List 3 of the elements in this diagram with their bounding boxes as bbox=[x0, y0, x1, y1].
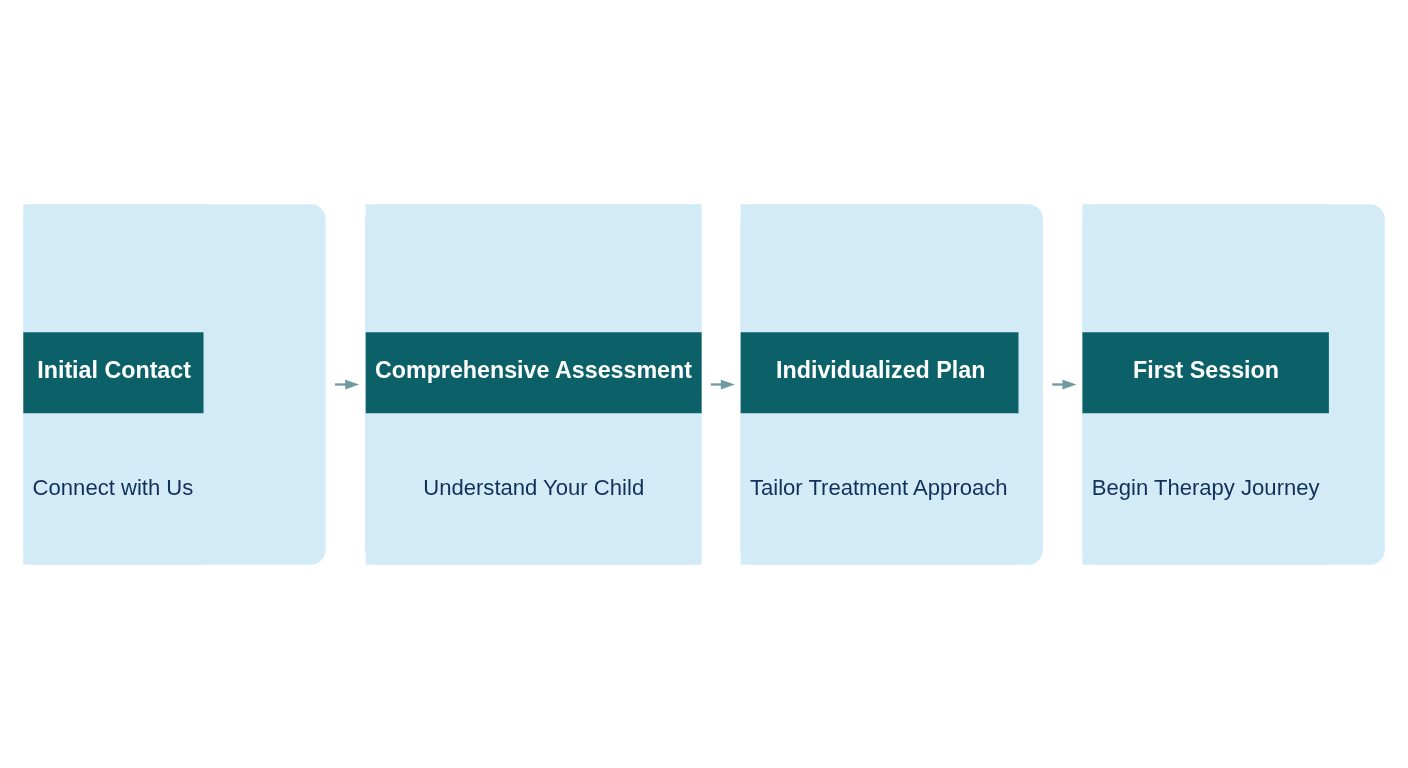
arrow bbox=[335, 379, 360, 389]
arrow bbox=[710, 379, 735, 389]
arrow bbox=[1052, 379, 1077, 389]
